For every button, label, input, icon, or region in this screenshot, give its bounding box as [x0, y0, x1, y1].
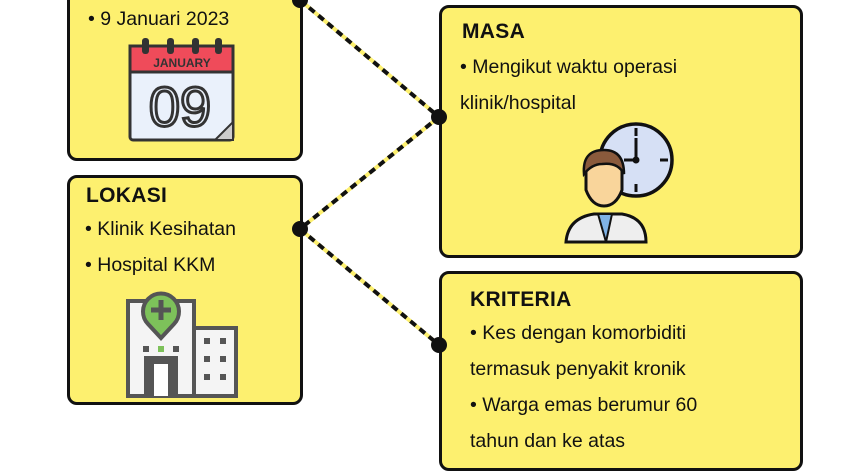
masa-card: MASA • Mengikut waktu operasi klinik/hos… [439, 5, 803, 258]
connector-lines [296, 0, 443, 347]
connector-dot [431, 337, 447, 353]
kriteria-line: • Kes dengan komorbiditi [470, 322, 687, 344]
kriteria-line: termasuk penyakit kronik [470, 358, 686, 380]
lokasi-card: LOKASI • Klinik Kesihatan • Hospital KKM [67, 175, 303, 405]
calendar-month: JANUARY [153, 56, 211, 70]
hospital-icon [126, 291, 238, 398]
kriteria-title: KRITERIA [470, 288, 572, 311]
connector-dot [431, 109, 447, 125]
tarikh-card: • 9 Januari 2023 JANUARY 09 [67, 0, 303, 161]
doctor-clock-icon [564, 122, 674, 244]
masa-line: • Mengikut waktu operasi [460, 56, 678, 78]
lokasi-item: • Klinik Kesihatan [85, 218, 236, 240]
calendar-day: 09 [149, 75, 211, 138]
masa-line: klinik/hospital [460, 92, 576, 114]
connector-dot [292, 0, 308, 8]
connector-dots [292, 0, 447, 353]
connector-dot [292, 221, 308, 237]
kriteria-line: • Warga emas berumur 60 [470, 394, 698, 416]
masa-title: MASA [462, 20, 526, 43]
lokasi-item: • Hospital KKM [85, 254, 216, 276]
kriteria-card: KRITERIA • Kes dengan komorbiditi termas… [439, 271, 803, 471]
calendar-icon: JANUARY 09 [128, 38, 235, 142]
tarikh-item: • 9 Januari 2023 [88, 8, 230, 30]
lokasi-title: LOKASI [86, 184, 168, 207]
